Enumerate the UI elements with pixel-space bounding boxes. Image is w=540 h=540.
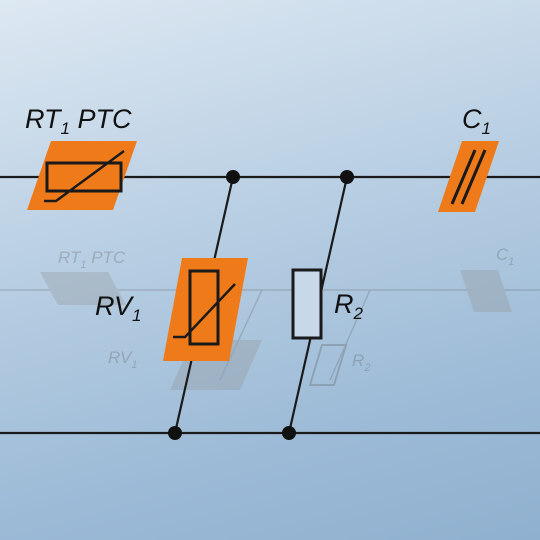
junction-dot bbox=[226, 170, 240, 184]
ghost-c1-box bbox=[460, 270, 512, 312]
ghost-r2-label: R2 bbox=[352, 351, 370, 374]
c1-plate-right bbox=[460, 149, 487, 205]
r2-body bbox=[291, 268, 323, 340]
ghost-r2-body bbox=[308, 344, 348, 386]
r2-label: R2 bbox=[334, 289, 364, 323]
rt1-body bbox=[45, 161, 123, 193]
rt1-label: RT1 PTC bbox=[25, 104, 132, 138]
junction-dot bbox=[168, 426, 182, 440]
rt1-nonlinear-stroke bbox=[44, 150, 125, 203]
ghost-reflection: RT1 PTC C1 RV1 R2 bbox=[0, 245, 540, 390]
junction-dot bbox=[282, 426, 296, 440]
ghost-c1-label: C1 bbox=[496, 245, 514, 268]
junction-dot bbox=[340, 170, 354, 184]
ghost-rt1-label: RT1 PTC bbox=[58, 248, 126, 271]
ghost-rv1-label: RV1 bbox=[108, 348, 137, 371]
capacitor-icon bbox=[438, 141, 499, 212]
rv1-label: RV1 bbox=[95, 291, 142, 325]
ghost-branch-1 bbox=[219, 289, 263, 381]
c1-plate-left bbox=[450, 149, 477, 205]
varistor-icon bbox=[163, 258, 248, 361]
resistor-icon bbox=[291, 268, 323, 340]
rv1-nonlinear-stroke bbox=[173, 283, 236, 339]
ghost-branch-2 bbox=[329, 289, 371, 381]
c1-label: C1 bbox=[462, 104, 491, 138]
ptc-thermistor-icon bbox=[27, 141, 137, 210]
c1-highlight-box bbox=[438, 141, 499, 212]
ghost-rt1-box bbox=[40, 272, 126, 305]
